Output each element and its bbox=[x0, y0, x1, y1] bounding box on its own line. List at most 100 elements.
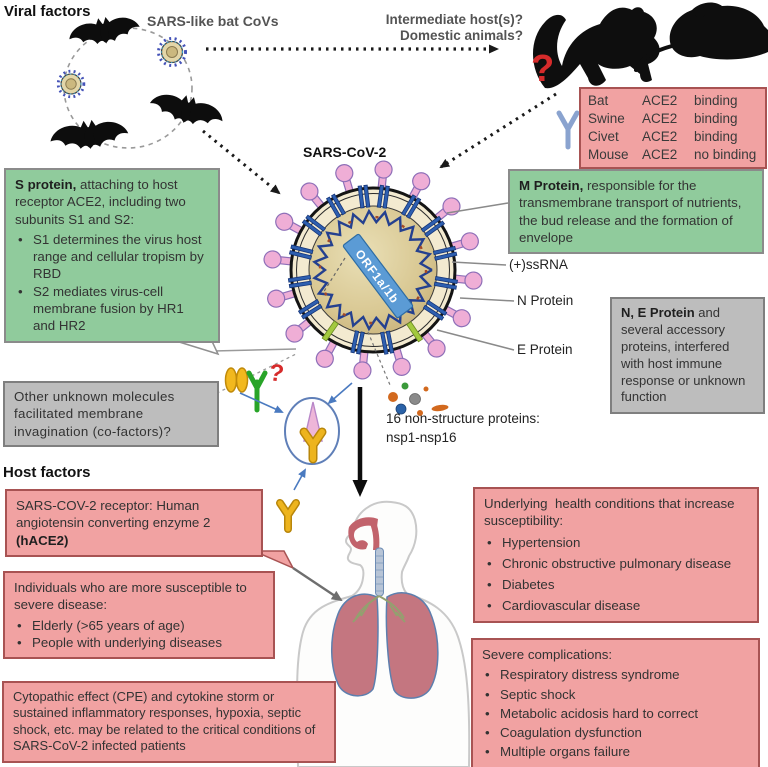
bullet-text: Cardiovascular disease bbox=[502, 598, 641, 614]
bullet-text: Elderly (>65 years of age) bbox=[32, 617, 185, 633]
bullet-item: People with underlying diseases bbox=[14, 634, 264, 651]
bullet-item: Respiratory distress syndrome bbox=[482, 666, 749, 683]
binding-cell: binding bbox=[694, 110, 738, 126]
animal-cell: Mouse bbox=[588, 146, 629, 162]
bullet-text: Hypertension bbox=[502, 534, 581, 550]
conditions-box: Underlying health conditions that increa… bbox=[473, 487, 759, 623]
trachea-illustration bbox=[375, 547, 384, 597]
susceptible-box: Individuals who are more susceptible to … bbox=[3, 571, 275, 660]
arrow-to-cell-left bbox=[239, 392, 284, 413]
cofactor-icon bbox=[224, 367, 249, 393]
ace2-binding-table: Bat ACE2 binding Swine ACE2 binding Cive… bbox=[579, 87, 767, 169]
cell-invagination-icon bbox=[284, 397, 340, 465]
binding-cell: binding bbox=[694, 93, 738, 108]
bullet-text: Metabolic acidosis hard to correct bbox=[500, 705, 699, 721]
hace2-bold: (hACE2) bbox=[16, 532, 69, 548]
table-row: Mouse ACE2 no binding bbox=[588, 146, 758, 164]
host-factors-heading: Host factors bbox=[3, 464, 91, 481]
arrow-bats-to-virus bbox=[202, 129, 281, 195]
bat-icon bbox=[147, 87, 227, 132]
bullet-item: Diabetes bbox=[484, 576, 748, 593]
bat-reservoir-cycle bbox=[48, 11, 227, 153]
hace2-text: SARS-COV-2 receptor: Human angiotensin c… bbox=[16, 498, 211, 531]
human-body-illustration bbox=[296, 500, 471, 767]
bat-icon bbox=[48, 116, 130, 153]
table-row: Swine ACE2 binding bbox=[588, 110, 758, 128]
orf1ab-genome-bar bbox=[342, 233, 414, 319]
green-receptor-icon bbox=[246, 370, 268, 413]
arrow-to-cell-right bbox=[327, 382, 353, 405]
table-row: Bat ACE2 binding bbox=[588, 92, 758, 110]
intermediate-host-line2: Domestic animals? bbox=[399, 28, 523, 44]
susceptible-intro: Individuals who are more susceptible to … bbox=[14, 580, 247, 613]
arrow-to-cell-bottom bbox=[293, 468, 306, 491]
line-e-protein bbox=[436, 329, 515, 351]
ace2-receptor-icon-yellow bbox=[301, 429, 325, 462]
bat-covs-label: SARS-like bat CoVs bbox=[147, 13, 279, 29]
bullet-text: People with underlying diseases bbox=[32, 634, 222, 650]
bat-cov-virus-icon bbox=[157, 37, 187, 67]
receptor-cell: ACE2 bbox=[642, 146, 678, 162]
bullet-item: S1 determines the virus host range and c… bbox=[15, 231, 209, 283]
cofactors-text: Other unknown molecules facilitated memb… bbox=[14, 389, 175, 439]
cpe-text: Cytopathic effect (CPE) and cytokine sto… bbox=[13, 689, 316, 754]
arrow-intermediate-to-virus bbox=[439, 92, 557, 169]
virus-illustration: ORF1a/1b bbox=[263, 160, 483, 380]
bullet-text: S2 mediates virus-cell membrane fusion b… bbox=[33, 283, 184, 334]
rna-zigzag bbox=[312, 208, 433, 332]
hace2-receptor-box: SARS-COV-2 receptor: Human angiotensin c… bbox=[5, 489, 263, 557]
ssrna-label: (+)ssRNA bbox=[509, 257, 568, 272]
binding-cell: binding bbox=[694, 128, 738, 144]
ne-protein-rest: and several accessory proteins, interfer… bbox=[621, 305, 746, 405]
s-protein-rest: attaching to host receptor ACE2, includi… bbox=[15, 177, 186, 227]
bullet-item: Metabolic acidosis hard to correct bbox=[482, 705, 749, 722]
bullet-item: Elderly (>65 years of age) bbox=[14, 617, 264, 634]
conditions-bullets: HypertensionChronic obstructive pulmonar… bbox=[484, 534, 748, 615]
s-protein-box: S protein, attaching to host receptor AC… bbox=[4, 168, 220, 343]
arrow-to-lungs bbox=[292, 567, 343, 602]
susceptible-bullets: Elderly (>65 years of age)People with un… bbox=[14, 617, 264, 652]
line-cofactors bbox=[204, 352, 299, 400]
n-protein-label: N Protein bbox=[517, 293, 574, 308]
intermediate-host-line1: Intermediate host(s)? bbox=[385, 12, 523, 27]
virus-title: SARS-CoV-2 bbox=[303, 144, 387, 160]
m-protein-bars bbox=[287, 184, 458, 355]
intermediate-host-label: Intermediate host(s)? Domestic animals? bbox=[333, 12, 523, 44]
line-ssrna bbox=[451, 261, 507, 266]
ace2-receptor-icon-free bbox=[276, 499, 300, 533]
complications-intro: Severe complications: bbox=[482, 647, 613, 662]
line-s-protein bbox=[212, 348, 297, 352]
bat-cov-virus-icon bbox=[56, 69, 86, 99]
bullet-text: S1 determines the virus host range and c… bbox=[33, 231, 204, 282]
hace2-callout-tail bbox=[253, 550, 295, 570]
nsp-line1: 16 non-structure proteins: bbox=[386, 411, 540, 426]
binding-cell: no binding bbox=[694, 146, 757, 162]
table-row: Civet ACE2 binding bbox=[588, 128, 758, 146]
bullet-item: Coagulation dysfunction bbox=[482, 724, 749, 741]
cpe-box: Cytopathic effect (CPE) and cytokine sto… bbox=[2, 681, 336, 763]
bullet-item: Chronic obstructive pulmonary disease bbox=[484, 555, 748, 572]
bullet-text: Respiratory distress syndrome bbox=[500, 667, 680, 683]
ace2-receptor-icon-blue bbox=[556, 110, 580, 150]
bullet-item: Septic shock bbox=[482, 686, 749, 703]
m-protein-lead: M Protein, bbox=[519, 178, 584, 193]
bullet-item: Multiple organs failure bbox=[482, 743, 749, 760]
lungs-illustration bbox=[331, 592, 439, 699]
nsp-dots bbox=[388, 382, 449, 416]
nsp-line2: nsp1-nsp16 bbox=[386, 429, 457, 445]
ne-protein-box: N, E Protein and several accessory prote… bbox=[610, 297, 765, 415]
s-protein-text: S protein, attaching to host receptor AC… bbox=[15, 177, 186, 227]
animal-cell: Swine bbox=[588, 110, 625, 126]
line-n-protein bbox=[459, 297, 515, 302]
bullet-item: S2 mediates virus-cell membrane fusion b… bbox=[15, 283, 209, 335]
squirrel-icon bbox=[532, 7, 660, 89]
bullet-item: Hypertension bbox=[484, 534, 748, 551]
complications-box: Severe complications: Respiratory distre… bbox=[471, 638, 760, 767]
bullet-text: Diabetes bbox=[502, 577, 555, 593]
conditions-intro: Underlying health conditions that increa… bbox=[484, 496, 739, 529]
bullet-text: Multiple organs failure bbox=[500, 744, 631, 760]
m-protein-rest: responsible for the transmembrane transp… bbox=[519, 178, 742, 245]
receptor-cell: ACE2 bbox=[642, 110, 678, 126]
bullet-text: Septic shock bbox=[500, 686, 576, 702]
